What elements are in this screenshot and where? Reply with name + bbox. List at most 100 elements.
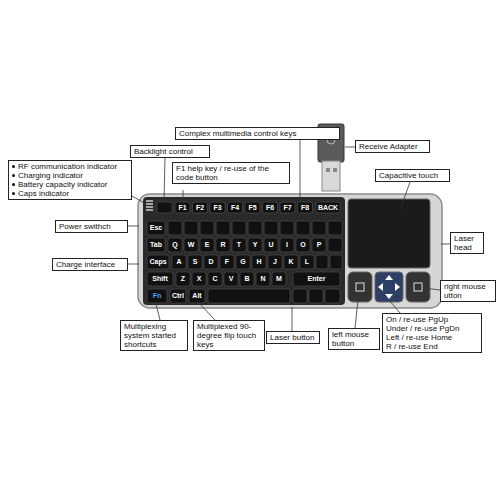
bullet-dot <box>12 192 15 195</box>
key <box>216 221 230 235</box>
leader-line <box>355 300 358 328</box>
key <box>264 221 278 235</box>
key-label: N <box>256 272 270 286</box>
key <box>157 202 172 213</box>
key <box>232 238 246 252</box>
key <box>248 221 262 235</box>
callout-row: Battery capacity indicator <box>12 180 128 189</box>
space-key <box>208 289 290 303</box>
key <box>228 202 243 213</box>
leader-line <box>183 190 184 201</box>
key <box>224 272 238 286</box>
callout-row: Left / re-use Home <box>386 333 478 342</box>
key <box>256 272 270 286</box>
key <box>168 221 182 235</box>
key <box>147 272 173 286</box>
key-label: M <box>272 272 286 286</box>
key <box>325 289 340 303</box>
key <box>280 221 294 235</box>
leader-line <box>128 264 139 265</box>
callout-text: Charging indicator <box>18 171 83 180</box>
key <box>232 221 246 235</box>
callout-text: Caps indicator <box>18 189 69 198</box>
leader-line <box>424 288 440 290</box>
key-label: A <box>172 255 186 269</box>
key-label: F5 <box>245 202 260 213</box>
key <box>216 238 230 252</box>
leader-line <box>128 226 139 227</box>
callout-text: left mouse button <box>332 330 369 348</box>
callout-text: R / re-use End <box>386 342 438 351</box>
callout-row: Capacitive touch <box>379 171 446 180</box>
key-label: Caps <box>147 255 169 269</box>
key <box>298 202 313 213</box>
arrow-down <box>385 294 393 299</box>
callout-text: Left / re-use Home <box>386 333 452 342</box>
key-label: Ctrl <box>170 289 186 303</box>
key <box>172 255 186 269</box>
mouse-icon <box>414 283 422 291</box>
callout-box: Multiplexed 90-degree flip touch keys <box>193 320 265 351</box>
callout-row: RF communication indicator <box>12 162 128 171</box>
key-label: Shift <box>147 272 173 286</box>
key-label: F8 <box>298 202 313 213</box>
key <box>184 221 198 235</box>
leader-line <box>441 244 450 245</box>
key <box>330 255 342 269</box>
key <box>280 202 295 213</box>
callout-row: Backlight control <box>134 147 206 156</box>
callout-text: Laser button <box>270 333 314 342</box>
callout-row: Power swithch <box>59 222 124 231</box>
key-label: W <box>184 238 198 252</box>
key <box>264 238 278 252</box>
key-label: O <box>296 238 310 252</box>
callout-text: Capacitive touch <box>379 171 438 180</box>
leader-line <box>300 140 301 201</box>
callout-text: Multiplexed 90-degree flip touch keys <box>197 322 256 349</box>
key-label: F1 <box>175 202 190 213</box>
key <box>252 255 266 269</box>
key-label: B <box>240 272 254 286</box>
callout-text: Battery capacity indicator <box>18 180 107 189</box>
indicator-led <box>146 203 153 205</box>
key <box>248 238 262 252</box>
key-label: BACK <box>316 202 340 213</box>
key-label: F2 <box>193 202 208 213</box>
key-label: I <box>280 238 294 252</box>
key <box>328 221 342 235</box>
callout-row: Laser head <box>454 234 480 252</box>
key-label: Esc <box>147 221 165 235</box>
callout-box: Capacitive touch <box>375 169 450 182</box>
callout-row: Laser button <box>270 333 316 342</box>
arrow-left <box>378 283 383 291</box>
adapter-hole <box>333 168 337 172</box>
callout-box: Laser head <box>450 232 484 254</box>
key <box>263 202 278 213</box>
callout-row: Charge interface <box>56 260 124 269</box>
key-label: F4 <box>228 202 243 213</box>
key <box>300 255 314 269</box>
mouse-icon <box>356 283 364 291</box>
key-label: U <box>264 238 278 252</box>
key-label: F7 <box>280 202 295 213</box>
leader-line <box>389 300 400 313</box>
key-label: H <box>252 255 266 269</box>
indicator-led <box>146 209 153 211</box>
callout-box: Power swithch <box>55 220 128 233</box>
key <box>204 255 218 269</box>
callout-text: Receive Adapter <box>359 142 418 151</box>
callout-row: Complex multimedia control keys <box>179 129 336 138</box>
callout-row: F1 help key / re-use of the code button <box>176 164 286 182</box>
leader-line <box>400 182 410 210</box>
key-label: V <box>224 272 238 286</box>
key-label: D <box>204 255 218 269</box>
callout-box: left mouse button <box>328 328 380 350</box>
key <box>245 202 260 213</box>
leader-line <box>292 307 293 331</box>
key-label: F6 <box>263 202 278 213</box>
key <box>328 238 342 252</box>
indicator-led <box>146 206 153 208</box>
keyboard-body <box>138 194 442 308</box>
key <box>147 221 165 235</box>
